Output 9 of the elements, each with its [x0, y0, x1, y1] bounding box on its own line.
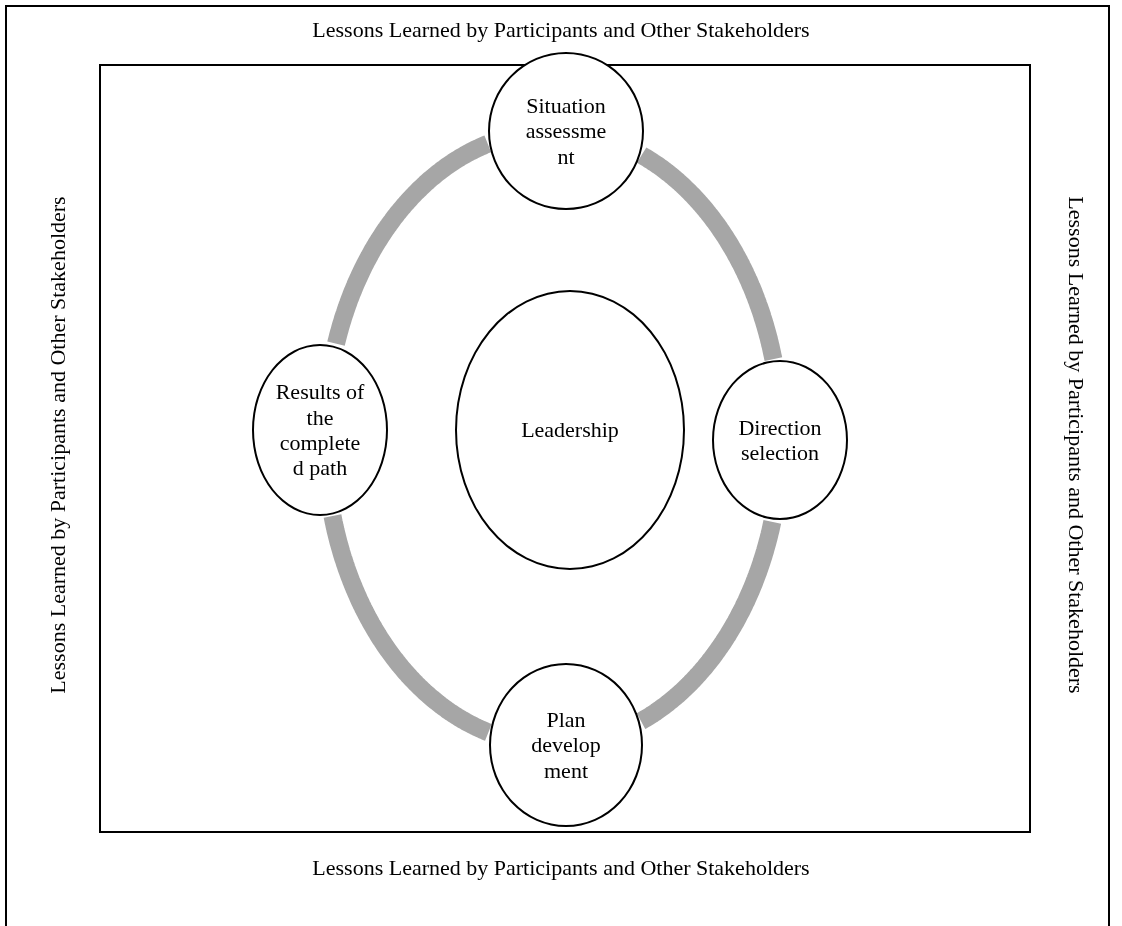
frame-caption: Lessons Learned by Participants and Other Stakeholders — [312, 855, 810, 881]
frame-caption: Lessons Learned by Participants and Other Stakeholders — [312, 17, 810, 43]
stage-label: Results of the complete d path — [274, 379, 366, 481]
stage-label: Plan develop ment — [530, 707, 602, 783]
stage-label: Direction selection — [737, 414, 823, 466]
frame-caption: Lessons Learned by Participants and Other Stakeholders — [1063, 196, 1089, 694]
stage-label: Leadership — [520, 417, 620, 443]
stage-label: Situation assessme nt — [524, 93, 608, 169]
frame-caption: Lessons Learned by Participants and Other Stakeholders — [45, 196, 71, 694]
